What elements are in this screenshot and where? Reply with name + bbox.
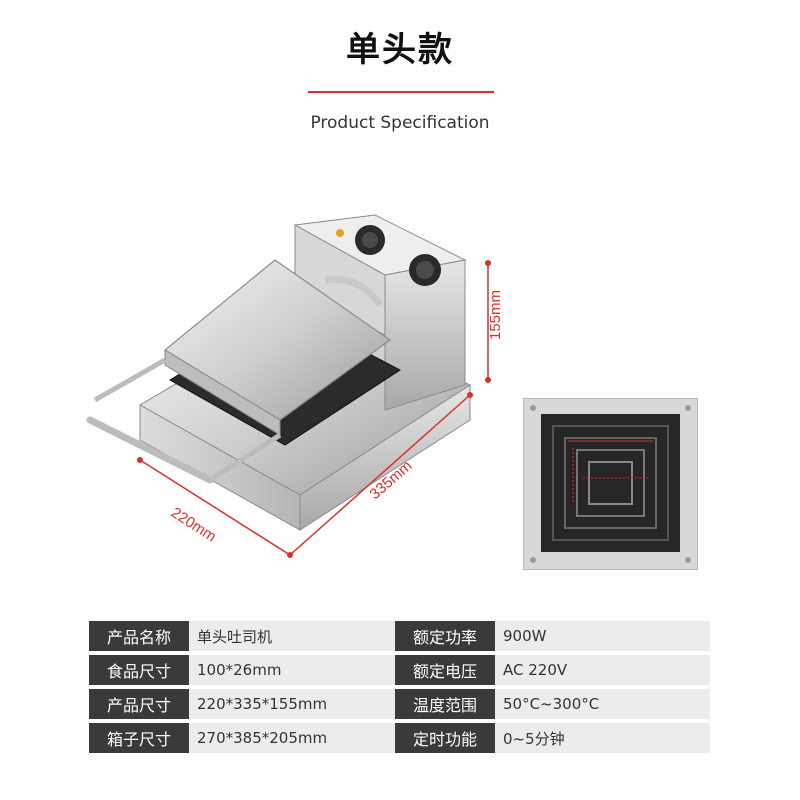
spec-value: 220*335*155mm [189, 687, 395, 723]
spec-table: 产品名称 单头吐司机 额定功率 900W 食品尺寸 100*26mm 额定电压 … [89, 621, 710, 757]
spec-value: AC 220V [495, 653, 710, 689]
table-row: 产品尺寸 220*335*155mm 温度范围 50°C~300°C [89, 687, 710, 723]
spec-key: 食品尺寸 [89, 653, 189, 689]
table-row: 食品尺寸 100*26mm 额定电压 AC 220V [89, 653, 710, 689]
spec-value: 100*26mm [189, 653, 395, 689]
title-divider [308, 91, 494, 93]
table-row: 箱子尺寸 270*385*205mm 定时功能 0~5分钟 [89, 721, 710, 757]
spec-value: 270*385*205mm [189, 721, 395, 757]
spec-key: 额定电压 [395, 653, 495, 689]
table-row: 产品名称 单头吐司机 额定功率 900W [89, 621, 710, 655]
spec-key: 额定功率 [395, 621, 495, 655]
spec-key: 产品尺寸 [89, 687, 189, 723]
spec-key: 温度范围 [395, 687, 495, 723]
spec-value: 50°C~300°C [495, 687, 710, 723]
spec-key: 定时功能 [395, 721, 495, 757]
spec-key: 箱子尺寸 [89, 721, 189, 757]
length-dimension-line [289, 394, 471, 556]
baking-plate-photo [523, 398, 698, 570]
width-label: 220mm [168, 504, 219, 546]
page-subtitle: Product Specification [310, 113, 490, 133]
page-title: 单头款 [346, 30, 454, 70]
product-photo: 220mm 335mm 155mm [86, 214, 504, 558]
spec-value: 900W [495, 621, 710, 655]
width-dimension-line [139, 459, 291, 556]
height-label: 155mm [487, 290, 504, 340]
spec-key: 产品名称 [89, 621, 189, 655]
spec-value: 0~5分钟 [495, 721, 710, 757]
spec-value: 单头吐司机 [189, 621, 395, 655]
